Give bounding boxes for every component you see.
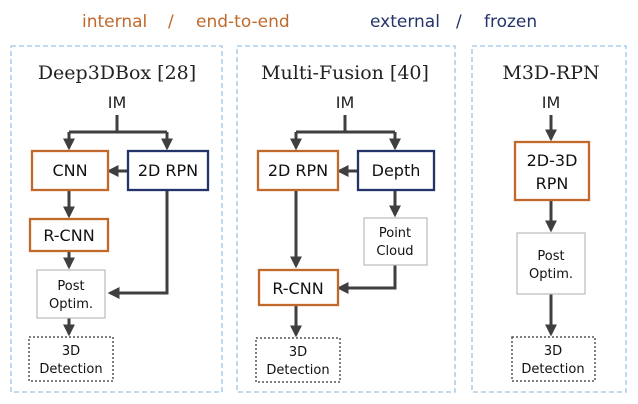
- legend-slash-right: /: [456, 12, 462, 32]
- panel-title: Multi-Fusion [40]: [261, 62, 429, 84]
- post-optim-line2: Optim.: [49, 297, 93, 312]
- panel-border: [10, 45, 223, 393]
- rpn-box: [513, 140, 591, 202]
- rcnn-box: [28, 217, 110, 253]
- legend-frozen: frozen: [484, 12, 537, 32]
- legend-internal: internal: [82, 12, 147, 32]
- depth-box: [356, 149, 436, 192]
- legend-external: external: [370, 12, 440, 32]
- detection-box: [511, 336, 596, 382]
- detection-box: [28, 336, 114, 382]
- arrows: [63, 115, 173, 337]
- panel-border: [236, 45, 456, 393]
- rpn-label: 2D RPN: [138, 161, 198, 180]
- input-label: IM: [108, 93, 127, 112]
- rpn-label: 2D RPN: [268, 161, 328, 180]
- rcnn-box: [257, 268, 340, 307]
- panel-border: [471, 45, 627, 393]
- input-label: IM: [336, 93, 355, 112]
- panel-m3d-rpn: M3D-RPN IM 2D-3D RPN Post Optim. 3D Dete…: [471, 45, 627, 393]
- post-optim-box: [516, 232, 586, 295]
- cnn-box: [30, 149, 110, 192]
- detection-line2: Detection: [266, 363, 329, 378]
- panel-title: M3D-RPN: [502, 62, 599, 84]
- rpn-box: [256, 149, 340, 192]
- arrows: [290, 115, 401, 338]
- depth-label: Depth: [372, 161, 421, 180]
- detection-box: [255, 337, 341, 383]
- cnn-label: CNN: [52, 161, 87, 180]
- rpn-line2: RPN: [536, 174, 569, 193]
- panel-title: Deep3DBox [28]: [38, 62, 196, 84]
- rcnn-label: R-CNN: [43, 226, 94, 245]
- post-optim-line2: Optim.: [529, 267, 573, 282]
- detection-line2: Detection: [521, 362, 584, 377]
- legend-end-to-end: end-to-end: [196, 12, 290, 32]
- legend-slash-left: /: [168, 12, 174, 32]
- rpn-box: [126, 149, 210, 192]
- detection-line1: 3D: [62, 344, 80, 359]
- detection-line2: Detection: [39, 362, 102, 377]
- point-cloud-line2: Cloud: [376, 244, 413, 259]
- legend: internal / end-to-end external / frozen: [82, 12, 537, 32]
- point-cloud-box: [363, 217, 428, 266]
- post-optim-line1: Post: [537, 249, 564, 264]
- panel-deep3dbox: Deep3DBox [28] IM CNN 2D RPN R-CNN Post …: [10, 45, 223, 393]
- rpn-line1: 2D-3D: [527, 151, 578, 170]
- panel-multi-fusion: Multi-Fusion [40] IM 2D RPN Depth Point …: [236, 45, 456, 393]
- post-optim-line1: Post: [57, 279, 84, 294]
- detection-line1: 3D: [289, 345, 307, 360]
- point-cloud-line1: Point: [379, 226, 411, 241]
- detection-line1: 3D: [544, 344, 562, 359]
- input-label: IM: [542, 93, 561, 112]
- rcnn-label: R-CNN: [272, 279, 323, 298]
- post-optim-box: [36, 269, 106, 319]
